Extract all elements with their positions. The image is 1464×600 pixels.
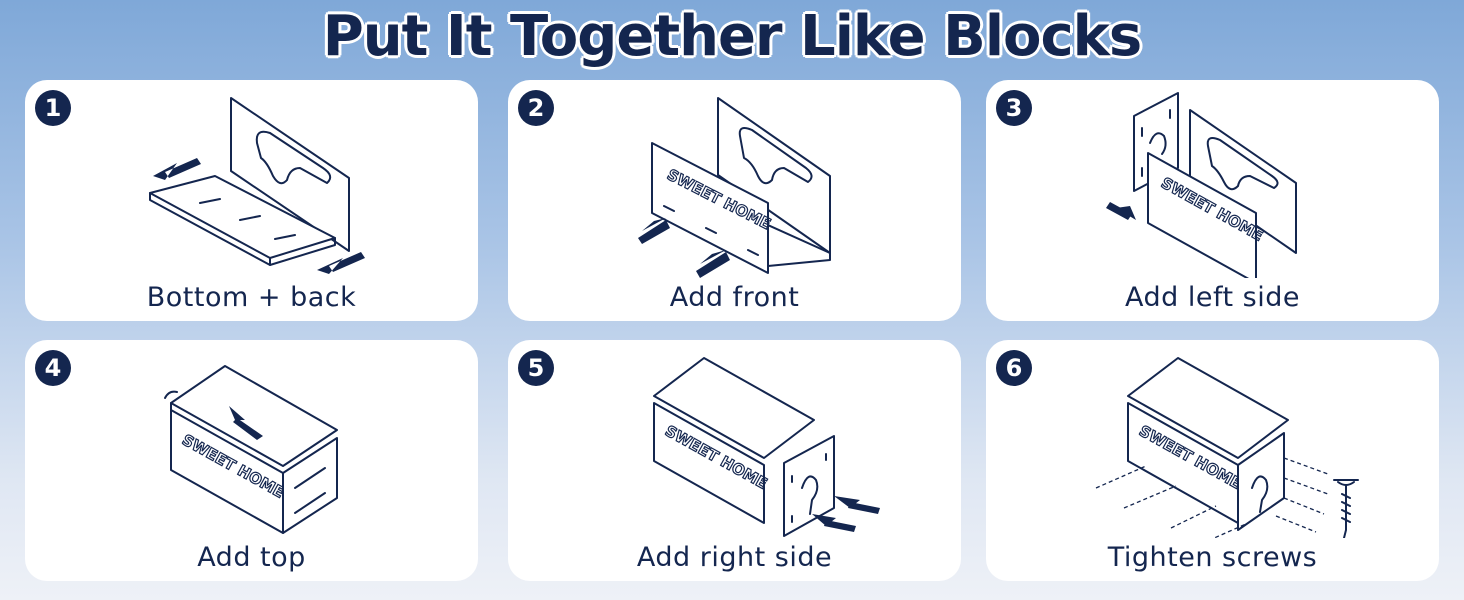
step-card-4: 4 SWEET HOME Add top	[25, 340, 478, 581]
add-left-side-illustration: SWEET HOME	[1106, 92, 1297, 278]
arrow-right-icon	[638, 218, 670, 244]
step-number-badge: 4	[35, 350, 71, 386]
step-number-badge: 1	[35, 90, 71, 126]
step-label: Add front	[669, 282, 800, 313]
arrow-down-icon	[1106, 202, 1136, 220]
bottom-and-back-illustration	[149, 97, 365, 274]
step-card-1: 1 Bottom + back	[25, 80, 478, 321]
add-top-illustration: SWEET HOME	[164, 365, 338, 534]
step-number-badge: 5	[518, 350, 554, 386]
step-label: Add top	[197, 542, 306, 573]
step-number-badge: 3	[996, 90, 1032, 126]
arrow-left-icon	[834, 496, 880, 514]
step-label: Tighten screws	[1107, 542, 1318, 573]
step-label: Add right side	[636, 542, 833, 573]
step-card-3: 3 SWEET HOME Add left side	[986, 80, 1439, 321]
arrow-left-icon	[153, 158, 201, 180]
step-card-6: 6 SWEET HOME Tighten screws	[986, 340, 1439, 581]
arrow-right-icon	[696, 250, 730, 278]
arrow-left-icon	[812, 514, 856, 532]
step-label: Bottom + back	[146, 282, 357, 313]
arrow-up-icon	[229, 406, 263, 440]
step-card-2: 2 SWEET HOME Add front	[508, 80, 961, 321]
screw-icon	[1333, 479, 1359, 538]
step-number-badge: 2	[518, 90, 554, 126]
arrow-left-icon	[317, 252, 365, 274]
tighten-screws-illustration: SWEET HOME	[1095, 357, 1359, 538]
step-number-badge: 6	[996, 350, 1032, 386]
add-front-illustration: SWEET HOME	[638, 97, 831, 278]
step-label: Add left side	[1125, 282, 1300, 313]
page-title: Put It Together Like Blocks	[322, 4, 1143, 69]
add-right-side-illustration: SWEET HOME	[653, 357, 880, 537]
step-card-5: 5 SWEET HOME Add right side	[508, 340, 961, 581]
